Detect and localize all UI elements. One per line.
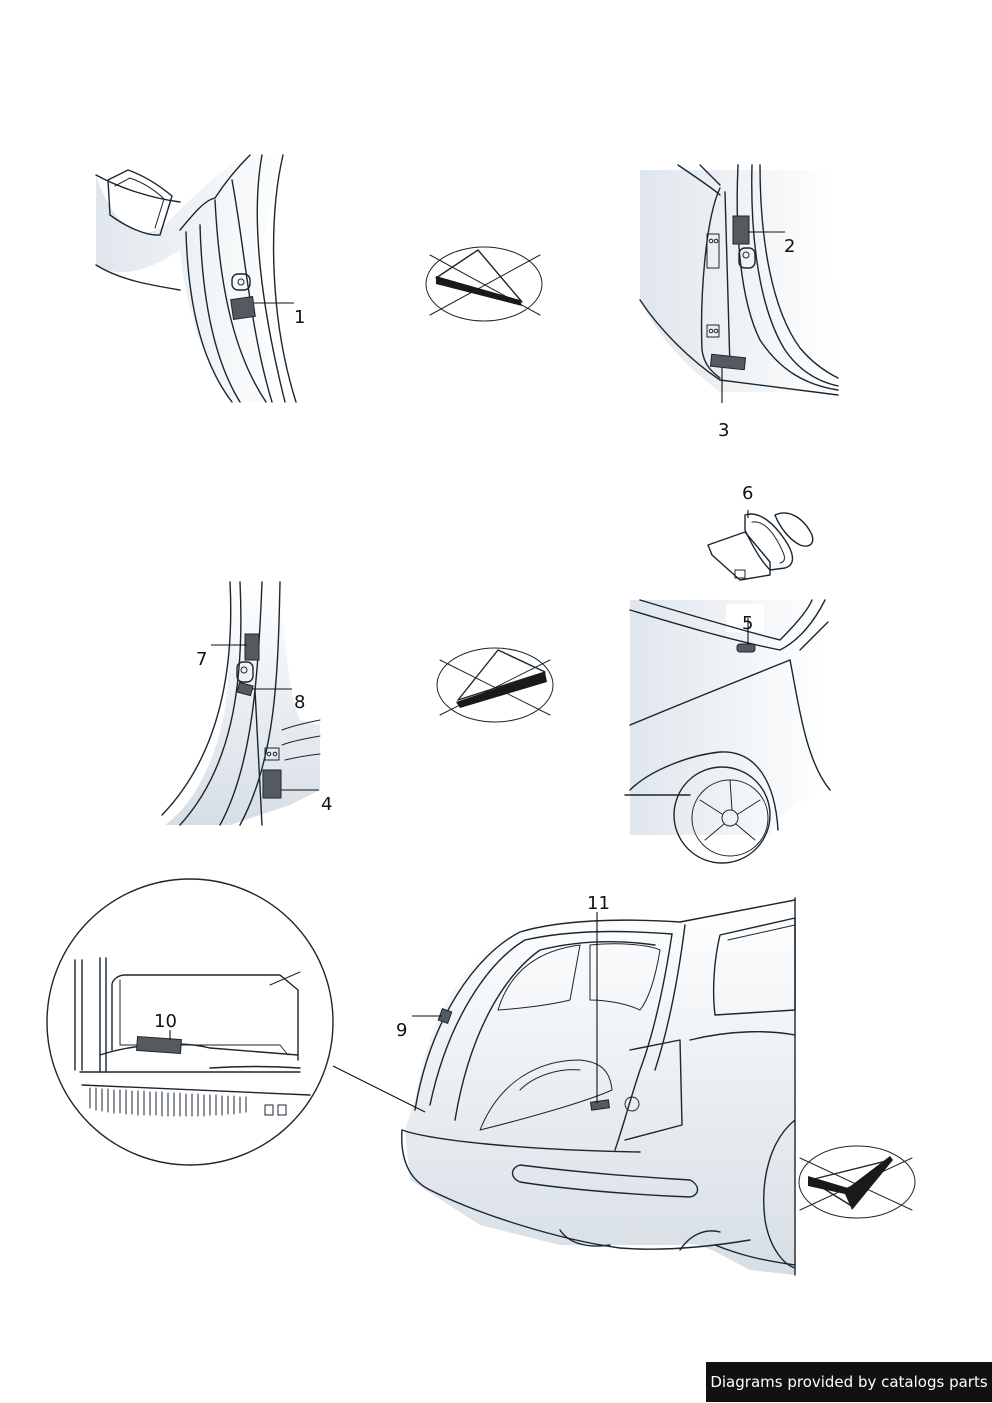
- callouts: 1 2 3 4 5 6 7 8 9 10 11: [154, 236, 795, 1041]
- panel-rear-hatch: [401, 897, 796, 1276]
- panel-front-fender: [624, 599, 831, 864]
- callout-7: 7: [196, 649, 207, 670]
- callout-2: 2: [784, 236, 795, 257]
- panel-c-pillar: [161, 581, 321, 826]
- callout-9: 9: [396, 1020, 407, 1041]
- panel-bracket: [707, 512, 814, 581]
- panel-b-pillar-right: [639, 164, 839, 396]
- callout-1: 1: [294, 307, 305, 328]
- view-direction-icon: [436, 647, 554, 723]
- callout-6: 6: [742, 483, 753, 504]
- view-direction-icon: [425, 246, 543, 322]
- footer-banner: Diagrams provided by catalogs parts: [706, 1362, 992, 1402]
- callout-4: 4: [321, 794, 332, 815]
- view-direction-icon: [798, 1145, 916, 1219]
- callout-8: 8: [294, 692, 305, 713]
- panel-b-pillar-left: [95, 154, 297, 403]
- leader-lines: [169, 231, 785, 1103]
- detail-circle: [46, 878, 426, 1166]
- callout-3: 3: [718, 420, 729, 441]
- footer-text: Diagrams provided by catalogs parts: [710, 1373, 988, 1391]
- callout-5: 5: [742, 613, 753, 634]
- callout-11: 11: [587, 893, 610, 914]
- callout-10: 10: [154, 1011, 177, 1032]
